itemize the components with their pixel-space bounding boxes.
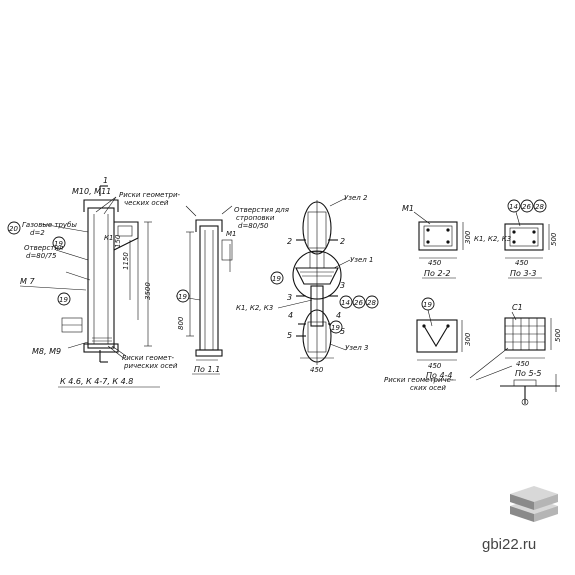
dim-450-sec44: 450	[428, 362, 442, 370]
label-pipe-stub-2: d=2	[30, 229, 45, 237]
dim-300-sec44: 300	[464, 332, 472, 346]
column-side-view	[175, 205, 233, 361]
label-holes-left-2: d=80/75	[26, 252, 57, 260]
callout-19-d: 19	[272, 275, 281, 283]
label-uzel-3: Узел 3	[345, 344, 368, 352]
callout-circle-19-a	[52, 236, 66, 250]
label-holes-left: Отверстия	[24, 244, 63, 252]
label-holes-mid-3: d=80/50	[238, 222, 269, 230]
callout-circle-19-b	[57, 292, 71, 306]
callout-19-b: 19	[59, 296, 68, 304]
label-holes-mid: Отверстия для	[234, 206, 289, 214]
title-pos-2-2: По 2-2	[424, 269, 451, 278]
callout-circle-14-right	[507, 199, 521, 213]
cut-mark-1-top: 1	[103, 176, 108, 185]
dim-450-sec33: 450	[515, 259, 529, 267]
label-holes-mid-2: строповки	[236, 214, 275, 222]
label-risk-right-2: ских осей	[410, 384, 446, 392]
title-pos-1-1: По 1.1	[194, 365, 220, 374]
label-m7: М 7	[20, 277, 35, 286]
callout-26-right: 26	[522, 203, 531, 211]
dim-1150: 1150	[122, 252, 130, 270]
label-uzel-1: Узел 1	[350, 256, 373, 264]
section-4-4	[416, 309, 463, 361]
label-m8-m9: М8, М9	[32, 347, 61, 356]
column-center-elevation	[277, 197, 351, 365]
callout-circle-19-c	[176, 289, 190, 303]
label-c1: С1	[512, 303, 523, 312]
watermark-text: gbi22.ru	[482, 536, 537, 553]
label-m1-right: М1	[402, 204, 414, 213]
callout-28-right: 28	[535, 203, 544, 211]
title-k-marks: К 4.6, К 4-7, К 4.8	[60, 377, 133, 386]
callout-19-sec44: 19	[423, 301, 432, 309]
callout-circle-26-right	[520, 199, 534, 213]
callout-circle-19-e	[329, 320, 343, 334]
section-2-left: 2	[287, 237, 292, 246]
callout-19-c: 19	[178, 293, 187, 301]
label-m10-m11: М10, М11	[72, 187, 111, 196]
dim-450-sec22: 450	[428, 259, 442, 267]
callout-circle-19-sec44	[421, 297, 435, 311]
title-pos-4-4: По 4-4	[426, 371, 453, 380]
section-5-5	[469, 311, 560, 406]
dim-800-left: 800	[177, 316, 185, 330]
label-m1-mid: М1	[226, 230, 237, 238]
callout-20-text: 20	[9, 225, 18, 233]
label-risk-bottom: Риски геомет-	[122, 354, 175, 362]
callout-19-e: 19	[331, 324, 340, 332]
label-k1: К1	[104, 234, 113, 242]
section-3-right: 3	[340, 281, 345, 290]
label-risk-axes-top-2: ческих осей	[124, 199, 169, 207]
label-risk-axes-top: Риски геометри-	[119, 191, 181, 199]
callout-circle-20	[7, 221, 21, 235]
section-4-right: 4	[336, 311, 341, 320]
callout-19-a: 19	[54, 240, 63, 248]
dim-500-sec55: 500	[554, 328, 562, 342]
callout-26-mid: 26	[354, 299, 363, 307]
callout-circle-28-right	[533, 199, 547, 213]
callout-14-right: 14	[509, 203, 518, 211]
dim-450-mid: 450	[310, 366, 324, 374]
section-3-left: 3	[287, 293, 292, 302]
dim-500-sec33: 500	[550, 232, 558, 246]
callout-14-mid: 14	[341, 299, 350, 307]
label-risk-bottom-2: рических осей	[123, 362, 178, 370]
section-5-left: 5	[287, 331, 292, 340]
dim-450-sec55: 450	[516, 360, 530, 368]
section-2-2	[413, 211, 464, 259]
callout-circle-19-d	[270, 271, 284, 285]
label-k-mid: К1, К2, К3	[236, 304, 273, 312]
label-pipe-stub: Газовые трубы	[22, 221, 77, 229]
section-5-right: 5	[340, 327, 345, 336]
section-4-left: 4	[288, 311, 293, 320]
label-risk-right: Риски геометриче-	[384, 376, 454, 384]
label-uzel-2: Узел 2	[344, 194, 368, 202]
callout-28-mid: 28	[367, 299, 376, 307]
title-pos-3-3: По 3-3	[510, 269, 537, 278]
section-2-right: 2	[340, 237, 345, 246]
dim-3500: 3500	[144, 282, 152, 300]
callout-circle-14-mid	[339, 295, 353, 309]
dim-150: 150	[114, 234, 122, 248]
section-3-3	[504, 211, 550, 259]
stacked-slabs-icon	[506, 478, 562, 538]
label-k1k2k3-right: К1, К2, К3	[474, 235, 511, 243]
callout-circle-26-mid	[352, 295, 366, 309]
title-pos-5-5: По 5-5	[515, 369, 542, 378]
callout-circle-28-mid	[365, 295, 379, 309]
column-left-elevation	[41, 185, 152, 363]
dim-300-sec22: 300	[464, 230, 472, 244]
